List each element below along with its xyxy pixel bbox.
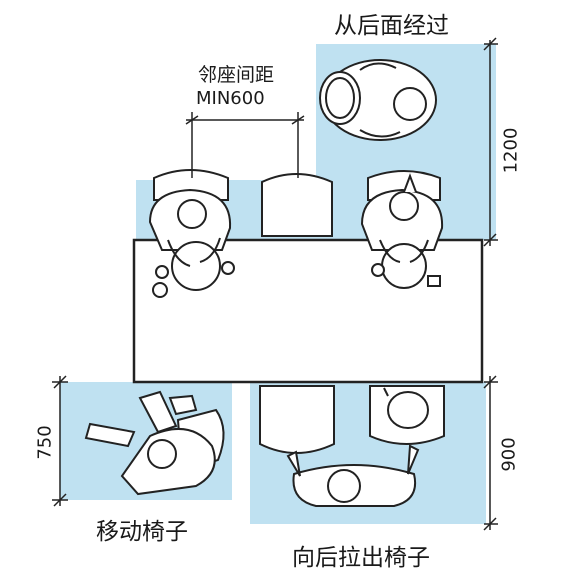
seat-spacing-value: MIN600 bbox=[196, 88, 265, 109]
pass-behind-label: 从后面经过 bbox=[334, 13, 449, 39]
pass-behind-dimension: 1200 bbox=[500, 127, 522, 174]
dimension-lines bbox=[52, 37, 498, 531]
pull-chair-back-label: 向后拉出椅子 bbox=[292, 545, 430, 571]
pull-chair-dimension: 900 bbox=[498, 437, 520, 472]
empty-chair-top bbox=[261, 173, 333, 237]
empty-chair-bottom bbox=[259, 385, 335, 454]
seat-spacing-label: 邻座间距 bbox=[198, 64, 275, 86]
move-chair-label: 移动椅子 bbox=[96, 519, 188, 545]
move-chair-dimension: 750 bbox=[34, 425, 56, 460]
pulled-chair-bottom-right bbox=[369, 385, 445, 445]
seated-person-top-left bbox=[148, 169, 235, 298]
seated-person-top-right bbox=[360, 170, 444, 289]
walking-person bbox=[319, 59, 437, 141]
standing-person-bottom-right bbox=[286, 444, 420, 507]
seated-person-bottom-left bbox=[84, 390, 225, 496]
